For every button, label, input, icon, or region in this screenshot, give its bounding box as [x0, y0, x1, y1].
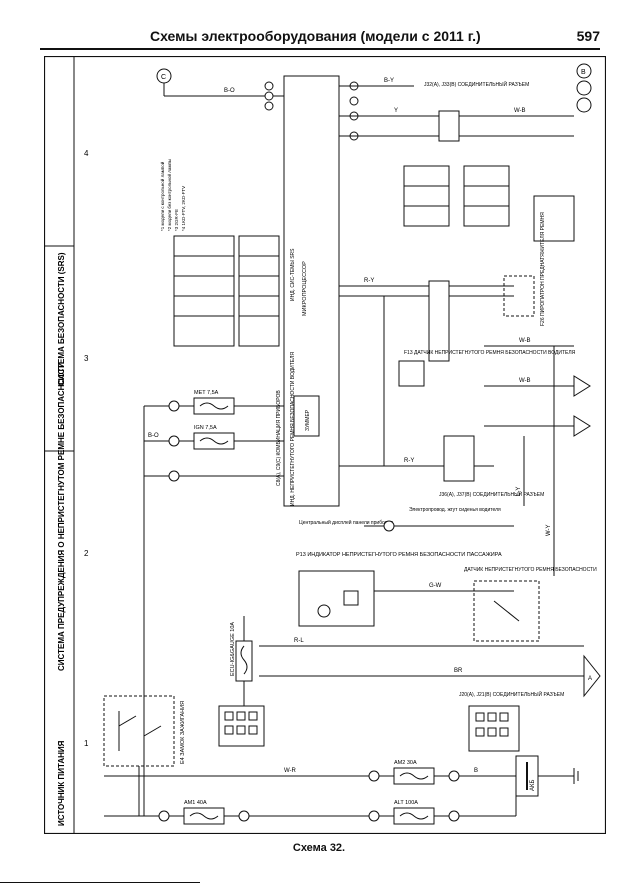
- driver-seat-wiring-label: Электропровод. жгут сиденья водителя: [409, 507, 501, 513]
- svg-text:P13 ИНДИКАТОР НЕПРИСТЕГНУТОГО: P13 ИНДИКАТОР НЕПРИСТЕГНУТОГО РЕМНЯ БЕЗО…: [296, 552, 502, 558]
- wire-label: B-O: [224, 88, 235, 94]
- wire-label: W-R: [284, 768, 297, 774]
- svg-text:*1 модели с контрольной лампой: *1 модели с контрольной лампой: [159, 161, 165, 231]
- bus-connectors: [158, 770, 460, 822]
- wire-label: B-Y: [384, 78, 394, 84]
- fuse-alt: ALT 100A: [393, 800, 435, 825]
- srs-ecu-block: МИКРОПРОЦЕССОР ЗУММЕР ИНД. СИС-ТЕМЫ SRS …: [283, 75, 340, 507]
- section-label-srs: СИСТЕМА БЕЗОПАСНОСТИ (SRS): [57, 252, 66, 386]
- wire-label: R-Y: [364, 278, 374, 284]
- wiring-diagram: ИСТОЧНИК ПИТАНИЯ СИСТЕМА ПРЕДУПРЕЖДЕНИЯ …: [44, 56, 606, 834]
- wire-label: B-O: [148, 433, 159, 439]
- figure-caption: Схема 32.: [292, 842, 346, 854]
- connector-pin: [168, 470, 180, 482]
- ground-c: C: [156, 68, 172, 84]
- svg-text:C: C: [161, 74, 166, 81]
- svg-text:ECU-IG&GAUGE 10A: ECU-IG&GAUGE 10A: [230, 622, 236, 676]
- fuse-am2: AM2 30A: [393, 760, 435, 785]
- svg-text:E4 ЗАМОК ЗАЖИГАНИЯ: E4 ЗАМОК ЗАЖИГАНИЯ: [180, 701, 186, 764]
- svg-text:*2 модели без контрольной ламп: *2 модели без контрольной лампы: [166, 159, 172, 231]
- svg-text:ДАТЧИК НЕПРИСТЕГНУТОГО РЕМНЯ Б: ДАТЧИК НЕПРИСТЕГНУТОГО РЕМНЯ БЕЗОПАСНОСТ…: [464, 567, 597, 573]
- microprocessor-label: МИКРОПРОЦЕССОР: [302, 261, 308, 316]
- center-display-label: Центральный дисплей панели приборов: [299, 519, 393, 526]
- svg-text:*3 2GR-FE: *3 2GR-FE: [174, 209, 179, 231]
- svg-text:B: B: [581, 69, 586, 76]
- column-number: 4: [84, 149, 89, 158]
- svg-text:АКБ: АКБ: [530, 780, 536, 791]
- ignition-connector: [218, 705, 265, 747]
- instrument-panel-label: C8(A), C9(C) КОМБИНАЦИЯ ПРИБОРОВ: [276, 390, 282, 486]
- svg-text:J32(A), J33(B) СОЕДИНИТЕЛЬНЫЙ: J32(A), J33(B) СОЕДИНИТЕЛЬНЫЙ РАЗЪЕМ: [424, 80, 529, 88]
- page-title: Схемы электрооборудования (модели с 2011…: [150, 28, 481, 44]
- notes-block: *1 модели с контрольной лампой *2 модели…: [159, 159, 186, 231]
- wire-label: W-Y: [546, 524, 552, 536]
- pretensioner: F26 ПИРОПАТРОН ПРЕДНАТЯЖИТЕЛЯ РЕМНЯ: [503, 212, 546, 326]
- passenger-belt-sensor: ДАТЧИК НЕПРИСТЕГНУТОГО РЕМНЯ БЕЗОПАСНОСТ…: [464, 567, 597, 642]
- wire-label: Y: [394, 108, 398, 114]
- fuse-ign: IGN 7,5A B-O: [144, 425, 284, 450]
- svg-text:*4 1KD-FTV, 2KD-FTV: *4 1KD-FTV, 2KD-FTV: [181, 186, 186, 231]
- column-number: 3: [84, 354, 89, 363]
- svg-text:ALT 100A: ALT 100A: [394, 800, 418, 806]
- ignition-switch: E4 ЗАМОК ЗАЖИГАНИЯ: [103, 695, 186, 767]
- svg-text:AM1 40A: AM1 40A: [184, 800, 207, 806]
- wire-label: L-Y: [516, 487, 522, 496]
- page-header: Схемы электрооборудования (модели с 2011…: [40, 28, 600, 50]
- srs-indicator-label: ИНД. СИС-ТЕМЫ SRS: [290, 248, 296, 301]
- passenger-belt-indicator: P13 ИНДИКАТОР НЕПРИСТЕГНУТОГО РЕМНЯ БЕЗО…: [296, 552, 502, 627]
- wire-label: G-W: [429, 583, 442, 589]
- ground-b: B: [576, 63, 592, 113]
- page-number: 597: [576, 28, 600, 44]
- connector-pin: [383, 520, 395, 532]
- wire-label: B: [474, 768, 478, 774]
- srs-grounds: [573, 375, 591, 437]
- section-label-power: ИСТОЧНИК ПИТАНИЯ: [57, 740, 66, 826]
- connector-blocks: [403, 165, 575, 242]
- wire-label: W-B: [519, 338, 531, 344]
- connector-j32-j33: J32(A), J33(B) СОЕДИНИТЕЛЬНЫЙ РАЗЪЕМ: [424, 80, 529, 142]
- diagram-border: [44, 56, 606, 834]
- buzzer-label: ЗУММЕР: [305, 409, 311, 431]
- battery-block: АКБ: [515, 755, 579, 797]
- wire-label: W-B: [514, 108, 526, 114]
- connector-j36-j37: J36(A), J37(B) СОЕДИНИТЕЛЬНЫЙ РАЗЪЕМ: [428, 280, 544, 498]
- svg-text:F26 ПИРОПАТРОН ПРЕДНАТЯЖИТЕЛЯ: F26 ПИРОПАТРОН ПРЕДНАТЯЖИТЕЛЯ РЕМНЯ: [540, 212, 546, 326]
- svg-text:AM2 30A: AM2 30A: [394, 760, 417, 766]
- ground-a: A: [583, 654, 601, 698]
- svg-text:F13 ДАТЧИК НЕПРИСТЕГНУТОГО РЕМ: F13 ДАТЧИК НЕПРИСТЕГНУТОГО РЕМНЯ БЕЗОПАС…: [404, 350, 576, 356]
- svg-text:MET 7,5A: MET 7,5A: [194, 390, 219, 396]
- svg-text:J36(A), J37(B) СОЕДИНИТЕЛЬНЫЙ: J36(A), J37(B) СОЕДИНИТЕЛЬНЫЙ РАЗЪЕМ: [439, 490, 544, 498]
- section-label-seatbelt: СИСТЕМА ПРЕДУПРЕЖДЕНИЯ О НЕПРИСТЕГНУТОМ …: [57, 362, 66, 671]
- wire-label: R-L: [294, 638, 304, 644]
- wire-label: BR: [454, 668, 463, 674]
- header-rule: [40, 48, 600, 50]
- fuse-met: MET 7,5A: [144, 390, 284, 415]
- ecu-pins: [264, 81, 359, 141]
- footer-rule: [0, 882, 200, 883]
- column-number: 1: [84, 739, 89, 748]
- driver-belt-indicator-label: ИНД. НЕПРИСТЕГНУТОГО РЕМНЯ БЕЗОПАСНОСТИ …: [290, 352, 296, 506]
- wire-label: W-B: [519, 378, 531, 384]
- fuse-ecu-ig: ECU-IG&GAUGE 10A: [230, 616, 253, 706]
- instrument-connectors: [173, 235, 280, 347]
- svg-text:J20(A), J21(B) СОЕДИНИТЕЛЬНЫЙ: J20(A), J21(B) СОЕДИНИТЕЛЬНЫЙ РАЗЪЕМ: [459, 690, 564, 698]
- column-number: 2: [84, 549, 89, 558]
- svg-text:A: A: [588, 676, 592, 682]
- driver-belt-sensor: F13 ДАТЧИК НЕПРИСТЕГНУТОГО РЕМНЯ БЕЗОПАС…: [398, 350, 576, 387]
- svg-text:IGN 7,5A: IGN 7,5A: [194, 425, 217, 431]
- fuse-am1: AM1 40A: [183, 800, 225, 825]
- wire-label: R-Y: [404, 458, 414, 464]
- connector-j20-j21: J20(A), J21(B) СОЕДИНИТЕЛЬНЫЙ РАЗЪЕМ: [459, 690, 564, 752]
